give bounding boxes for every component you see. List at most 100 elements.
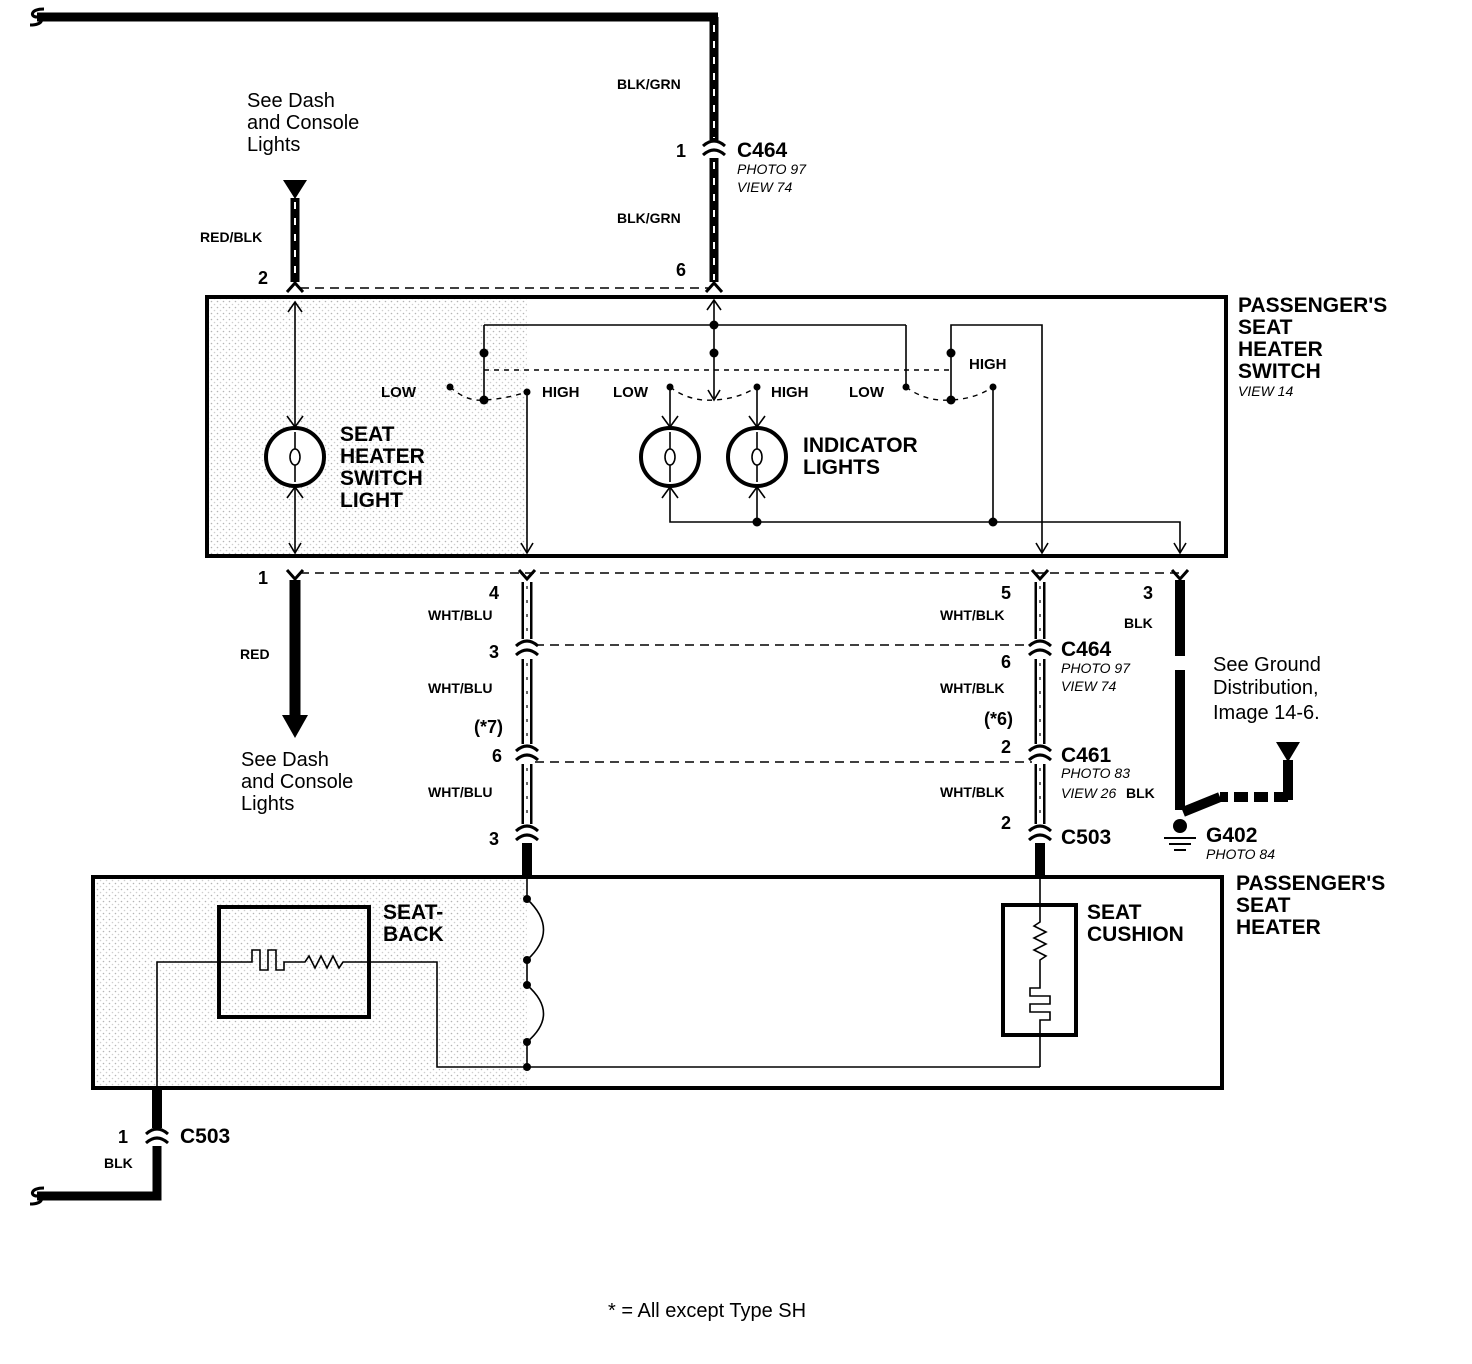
red-blk-pin-label: 2 xyxy=(258,268,268,288)
see-dash-line-2: and Console xyxy=(247,112,359,134)
c464-photo-ref: PHOTO 97 xyxy=(737,161,807,177)
wht-blu-pin-c461: 6 xyxy=(492,746,502,766)
c464-lower-connector-id: C464 xyxy=(1061,638,1112,661)
wht-blu-color-label-3: WHT/BLU xyxy=(428,784,493,800)
seat-back-label-2: BACK xyxy=(383,923,444,946)
c461-view-ref: VIEW 26 xyxy=(1061,785,1116,801)
reference-arrow-icon xyxy=(1276,742,1300,762)
ground-id: G402 xyxy=(1206,824,1257,847)
splice-dot xyxy=(479,348,489,358)
seat-back-heater-icon xyxy=(156,949,1040,1088)
wht-blk-wire xyxy=(1027,582,1053,878)
reference-arrow-icon xyxy=(283,180,307,199)
wht-blk-c503-connector-icon xyxy=(1027,824,1053,842)
pin-4-connector-icon xyxy=(517,569,537,582)
switch-light-label-4: LIGHT xyxy=(340,489,403,512)
wht-blu-c503-connector-icon xyxy=(514,824,540,842)
switch-shaded-area xyxy=(209,299,527,554)
splice-dot xyxy=(523,956,531,964)
contact-label-low-3: LOW xyxy=(849,384,885,401)
seat-back-label-1: SEAT- xyxy=(383,901,443,924)
wht-blk-output-arrow-icon xyxy=(1035,542,1049,555)
switch-3-blade-dashed xyxy=(905,386,994,401)
ground-photo-ref: PHOTO 84 xyxy=(1206,846,1275,862)
pin-2-connector-icon xyxy=(285,280,305,293)
ground-color-label-upper: BLK xyxy=(1124,615,1153,631)
splice-dot xyxy=(946,395,956,405)
blk-grn-color-label-lower: BLK/GRN xyxy=(617,210,681,226)
contact-label-high-3: HIGH xyxy=(969,356,1007,373)
wht-blu-c464-connector-icon xyxy=(514,639,540,657)
seat-cushion-label-2: CUSHION xyxy=(1087,923,1184,946)
switch-view-ref: VIEW 14 xyxy=(1238,383,1293,399)
splice-dot xyxy=(523,1038,531,1046)
bottom-pin-label: 1 xyxy=(118,1127,128,1147)
heater-title-line-3: HEATER xyxy=(1236,916,1321,939)
pin-5-connector-icon xyxy=(1030,569,1050,582)
indicator-ground-return xyxy=(669,487,1181,552)
c464-lower-photo-ref: PHOTO 97 xyxy=(1061,660,1131,676)
see-dash-line-3: Lights xyxy=(247,134,300,156)
see-ground-line-2: Distribution, xyxy=(1213,677,1319,699)
contact-label-high-2: HIGH xyxy=(771,384,809,401)
c464-connector-icon xyxy=(701,139,727,157)
ground-output-arrow-icon xyxy=(1173,542,1187,555)
see-dash-lower-line-2: and Console xyxy=(241,771,353,793)
switch-title-line-1: PASSENGER'S xyxy=(1238,294,1387,317)
bottom-wire-lower xyxy=(37,1146,162,1201)
wht-blu-pin-switch: 4 xyxy=(489,583,499,603)
wht-blk-color-label-3: WHT/BLK xyxy=(940,784,1005,800)
bottom-c503-connector-id: C503 xyxy=(180,1125,230,1148)
splice-dot xyxy=(523,895,531,903)
switch-title-line-3: HEATER xyxy=(1238,338,1323,361)
ground-color-label-lower: BLK xyxy=(1126,785,1155,801)
wht-blk-note: (*6) xyxy=(984,709,1013,729)
seat-heater xyxy=(91,875,1224,1090)
see-dash-lower-line-3: Lights xyxy=(241,793,294,815)
switch-light-label-3: SWITCH xyxy=(340,467,423,490)
see-ground-line-3: Image 14-6. xyxy=(1213,702,1320,724)
footnote: * = All except Type SH xyxy=(608,1300,806,1322)
wht-blk-pin-c503: 2 xyxy=(1001,813,1011,833)
blk-grn-color-label-upper: BLK/GRN xyxy=(617,76,681,92)
wht-blu-pin-c503: 3 xyxy=(489,829,499,849)
red-pin-label: 1 xyxy=(258,568,268,588)
seat-cushion-heater-icon xyxy=(1029,877,1051,1067)
wht-blk-pin-c461: 2 xyxy=(1001,737,1011,757)
c464-lower-view-ref: VIEW 74 xyxy=(1061,678,1116,694)
wht-blu-wire xyxy=(514,582,540,878)
switch-title-line-4: SWITCH xyxy=(1238,360,1321,383)
indicator-lights-label-1: INDICATOR xyxy=(803,434,918,457)
splice-dot xyxy=(523,981,531,989)
contact-label-high-1: HIGH xyxy=(542,384,580,401)
splice-dots xyxy=(479,320,998,527)
reference-arrow-icon xyxy=(282,715,308,738)
red-blk-wire xyxy=(283,180,307,293)
switch-2-blade-dashed xyxy=(669,386,758,401)
wht-blk-c461-connector-icon xyxy=(1027,744,1053,762)
switch-box-outline xyxy=(205,295,1228,558)
heater-shaded-area xyxy=(95,879,527,1086)
red-color-label: RED xyxy=(240,646,270,662)
c503-connector-id: C503 xyxy=(1061,826,1111,849)
wht-blu-c461-connector-icon xyxy=(514,744,540,762)
switch-light-label-2: HEATER xyxy=(340,445,425,468)
pin-6-connector-icon xyxy=(704,280,724,293)
seat-heater-switch xyxy=(205,295,1228,558)
red-wire xyxy=(282,580,308,738)
splice-dot xyxy=(946,348,956,358)
c464-pin-label: 1 xyxy=(676,141,686,161)
splice-dot xyxy=(709,348,719,358)
blk-grn-pin-label: 6 xyxy=(676,260,686,280)
wht-blk-pin-switch: 5 xyxy=(1001,583,1011,603)
splice-dot xyxy=(709,320,719,330)
wht-blk-color-label-1: WHT/BLK xyxy=(940,607,1005,623)
top-power-wire xyxy=(29,7,727,293)
indicator-lights-label-2: LIGHTS xyxy=(803,456,880,479)
see-dash-line-1: See Dash xyxy=(247,90,335,112)
red-blk-color-label: RED/BLK xyxy=(200,229,262,245)
wht-blu-color-label-2: WHT/BLU xyxy=(428,680,493,696)
switch-3-output-wire xyxy=(950,324,1043,552)
c461-connector-id: C461 xyxy=(1061,744,1112,767)
c464-view-ref: VIEW 74 xyxy=(737,179,792,195)
